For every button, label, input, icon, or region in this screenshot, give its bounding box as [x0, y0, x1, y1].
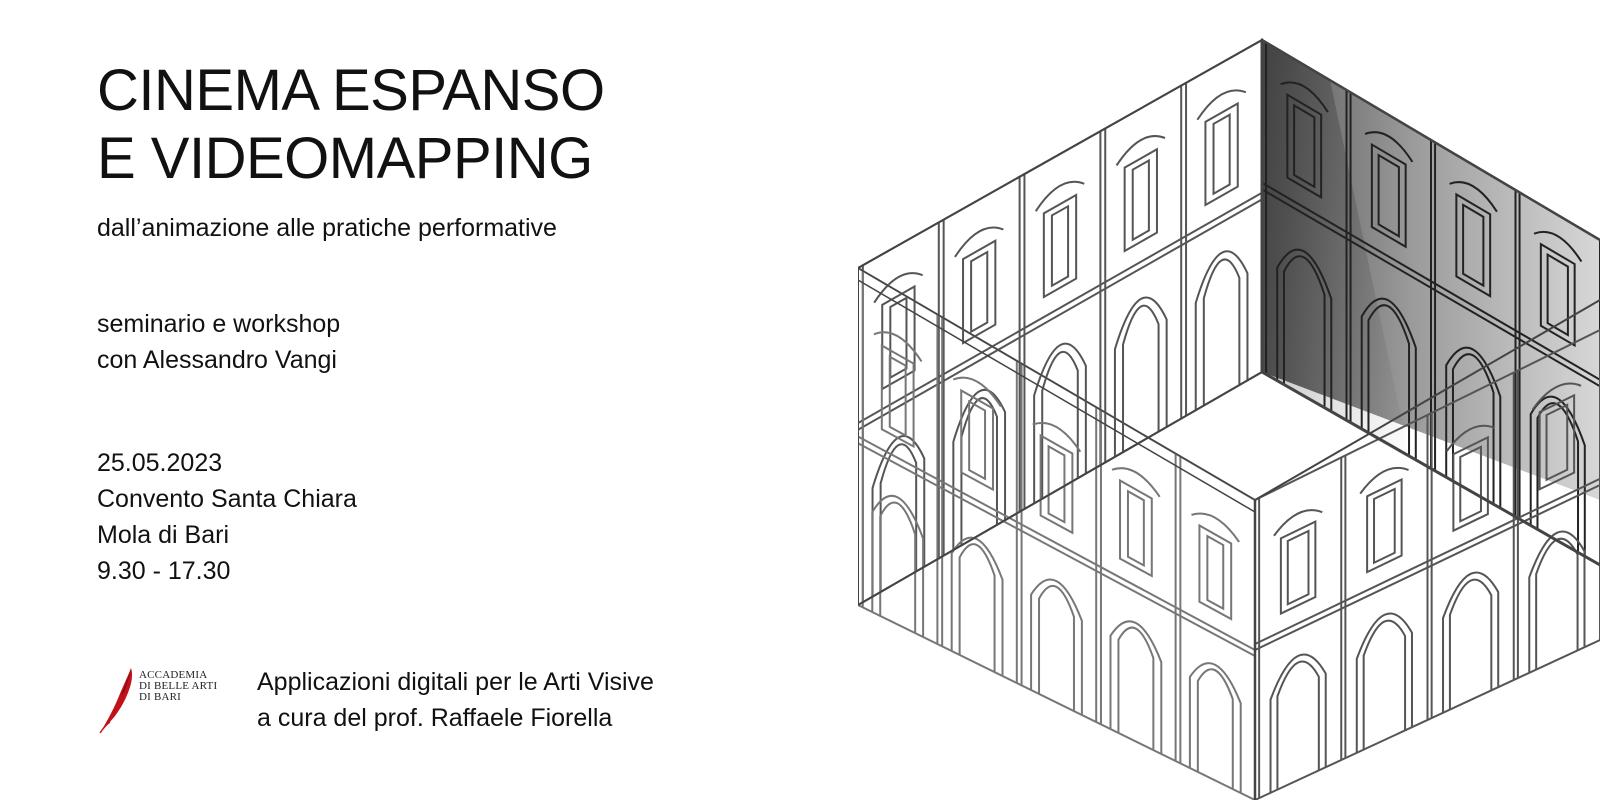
event-title-line-1: CINEMA ESPANSO: [97, 58, 605, 123]
academy-logo-line-3: DI BARI: [139, 691, 182, 703]
text-column: CINEMA ESPANSO E VIDEOMAPPING dall’anima…: [97, 0, 857, 800]
event-title-line-2: E VIDEOMAPPING: [97, 126, 593, 191]
front-right-wall: [1254, 328, 1600, 800]
event-title: CINEMA ESPANSO E VIDEOMAPPING: [97, 57, 605, 193]
academy-logo-line-2: DI BELLE ARTI: [139, 680, 218, 692]
seminar-line-1: seminario e workshop: [97, 310, 341, 338]
academy-logo: ACCADEMIA DI BELLE ARTI DI BARI: [97, 666, 237, 736]
event-venue: Convento Santa Chiara: [97, 485, 357, 513]
course-credits: Applicazioni digitali per le Arti Visive…: [257, 664, 654, 736]
seminar-description: seminario e workshop con Alessandro Vang…: [97, 306, 340, 378]
red-brushstroke-logo-icon: [99, 668, 133, 734]
structure-lines: [858, 38, 1600, 800]
event-date: 25.05.2023: [97, 449, 223, 477]
event-subtitle: dall’animazione alle pratiche performati…: [97, 214, 557, 242]
event-city: Mola di Bari: [97, 521, 229, 549]
event-info: 25.05.2023 Convento Santa Chiara Mola di…: [97, 445, 357, 589]
seminar-line-2: con Alessandro Vangi: [97, 346, 337, 374]
isometric-courtyard-facade-illustration: [858, 30, 1600, 800]
courtyard-drawing: [858, 38, 1600, 800]
event-time: 9.30 - 17.30: [97, 557, 231, 585]
academy-logo-text: ACCADEMIA DI BELLE ARTI DI BARI: [139, 670, 217, 703]
course-line-1: Applicazioni digitali per le Arti Visive: [257, 668, 654, 696]
course-line-2: a cura del prof. Raffaele Fiorella: [257, 704, 613, 732]
academy-logo-line-1: ACCADEMIA: [139, 669, 208, 681]
